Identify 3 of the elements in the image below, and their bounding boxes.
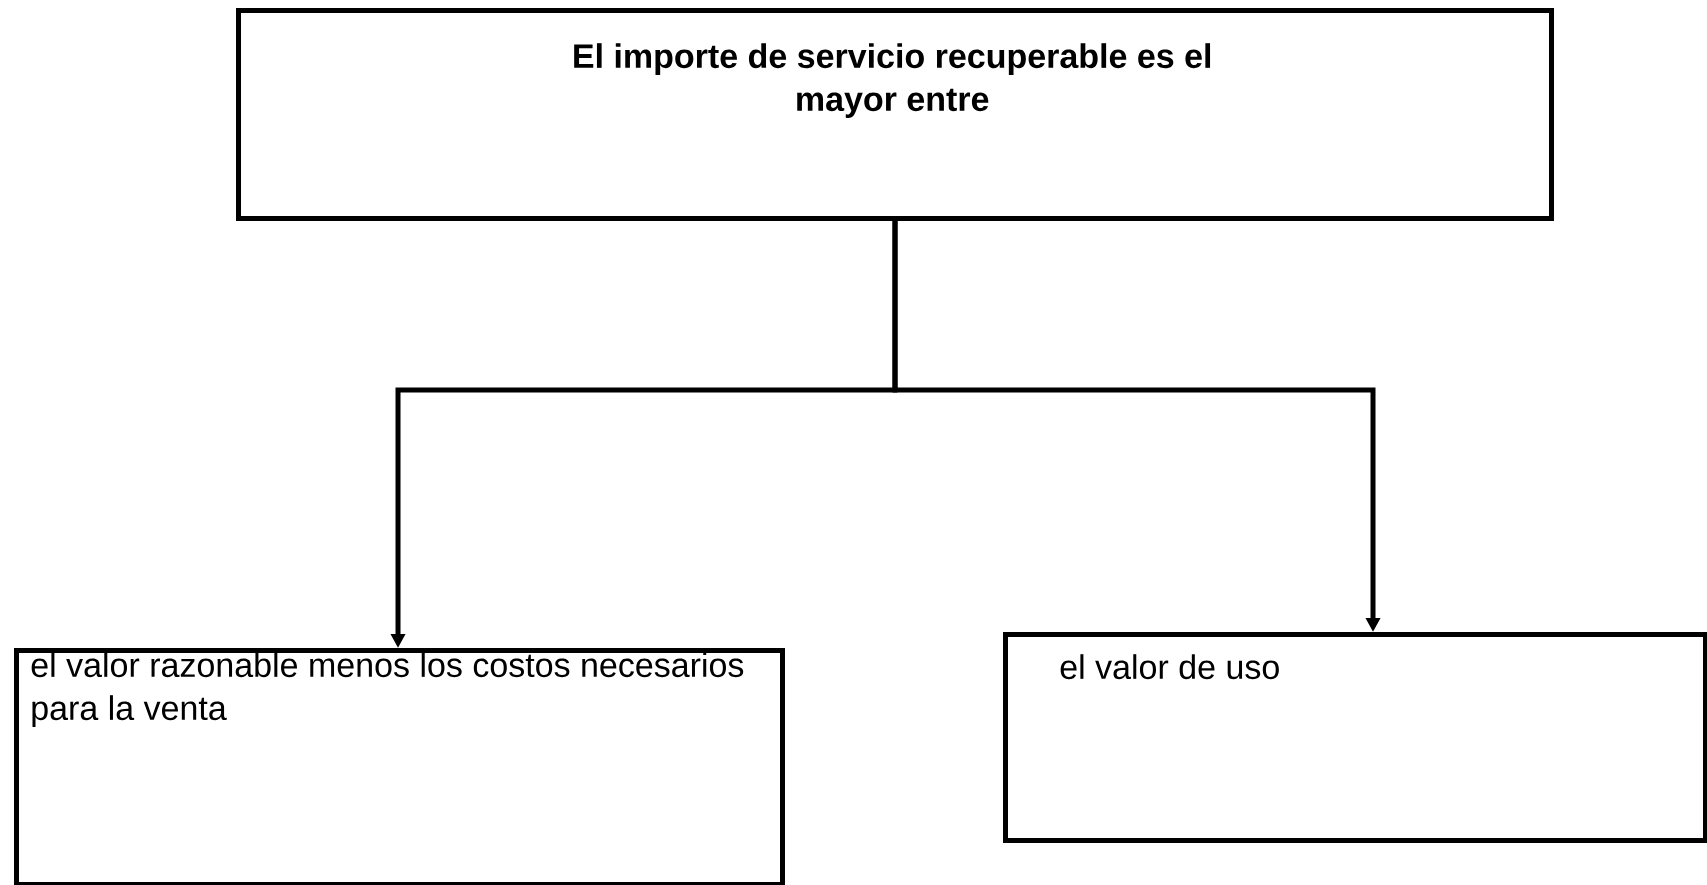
text-box: el valor de uso: [1003, 632, 1707, 843]
text-box: el valor razonable menos los costos necesarios para la venta: [14, 648, 785, 885]
text-box: El importe de servicio recuperable es el mayor entre: [236, 8, 1554, 221]
